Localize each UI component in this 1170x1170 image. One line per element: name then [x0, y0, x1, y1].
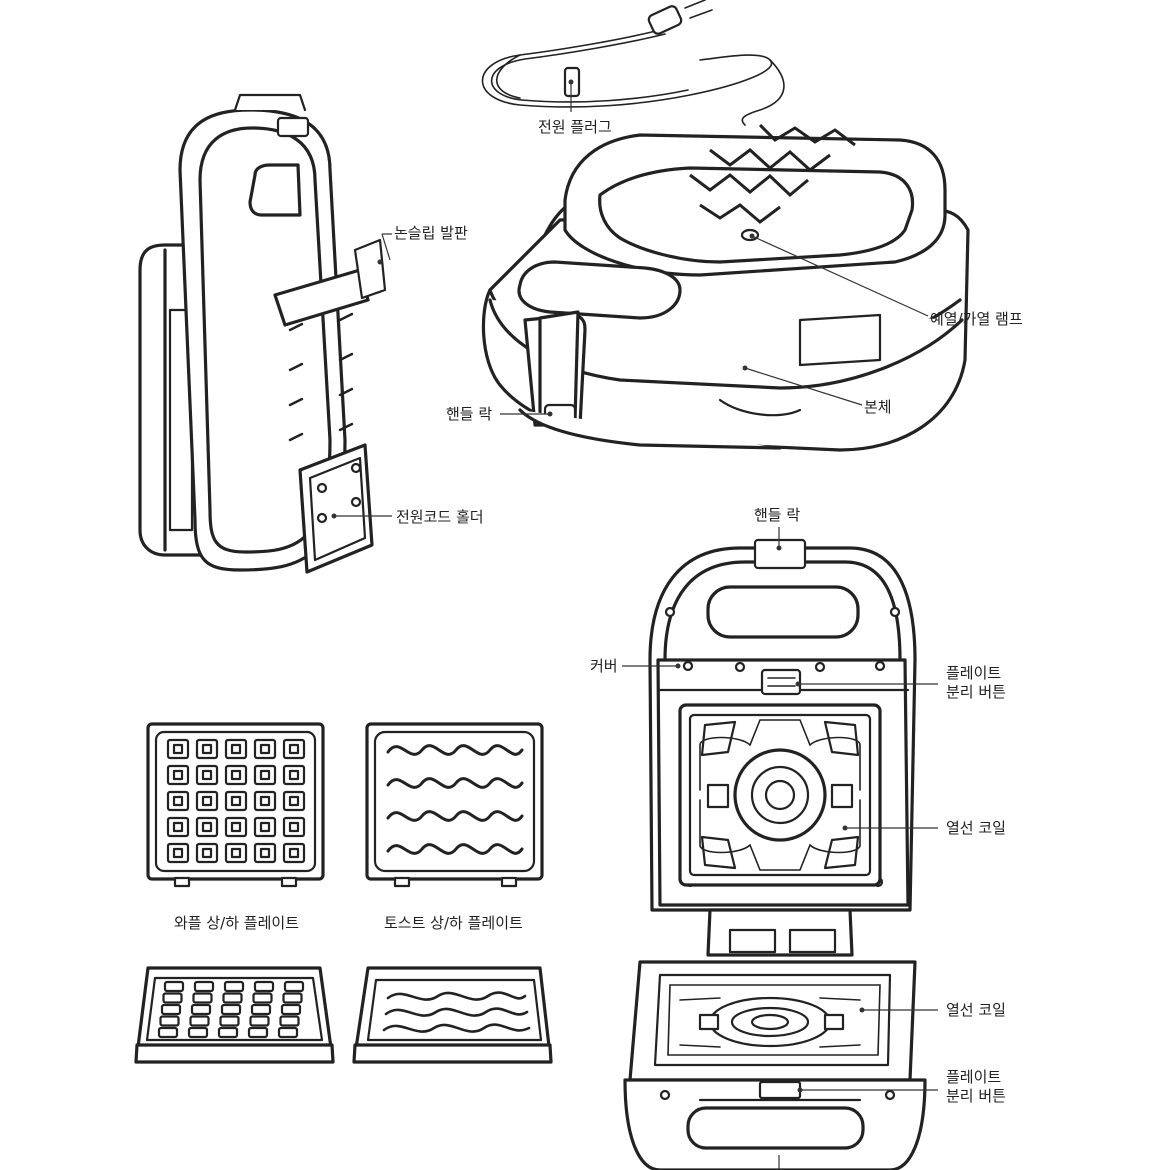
- waffle-cell-inner: [259, 795, 271, 807]
- label-cover: 커버: [590, 657, 618, 675]
- waffle-cell-perspective: [160, 1003, 182, 1016]
- waffle-cell-perspective: [162, 992, 183, 1004]
- waffle-cell-inner: [230, 847, 242, 859]
- waffle-cell-inner: [201, 821, 213, 833]
- waffle-cell-perspective: [250, 1003, 272, 1016]
- waffle-cell-inner: [288, 847, 300, 859]
- label-power-plug: 전원 플러그: [538, 118, 612, 136]
- label-handle-lock-closed: 핸들 락: [446, 405, 493, 423]
- waffle-cell-inner: [201, 795, 213, 807]
- waffle-cell-inner: [172, 795, 184, 807]
- waffle-cell-inner: [201, 743, 213, 755]
- waffle-cell-inner: [230, 743, 242, 755]
- waffle-cell-perspective: [222, 992, 243, 1004]
- label-plate-release-top-line2: 분리 버튼: [946, 683, 1006, 701]
- waffle-cell-inner: [172, 821, 184, 833]
- waffle-cell-inner: [259, 821, 271, 833]
- waffle-cell-inner: [259, 769, 271, 781]
- waffle-cell-perspective: [159, 1015, 180, 1027]
- waffle-cell-inner: [259, 743, 271, 755]
- label-preheat-lamp: 예열/가열 램프: [930, 310, 1023, 328]
- waffle-cell-inner: [201, 769, 213, 781]
- waffle-cell-perspective: [247, 1026, 269, 1039]
- waffle-cell-inner: [230, 821, 242, 833]
- waffle-cell-perspective: [253, 980, 275, 993]
- label-plate-release-top: 플레이트 분리 버튼: [946, 664, 1016, 702]
- label-heating-coil-bottom: 열선 코일: [946, 1001, 1006, 1019]
- waffle-cell-inner: [288, 769, 300, 781]
- waffle-cell-inner: [172, 847, 184, 859]
- waffle-cell-perspective: [189, 1015, 210, 1027]
- waffle-cell-perspective: [280, 1003, 302, 1016]
- waffle-plate-top-illustration: [146, 722, 325, 888]
- waffle-cell-perspective: [157, 1026, 179, 1039]
- waffle-cell-inner: [288, 743, 300, 755]
- waffle-cell-inner: [230, 769, 242, 781]
- waffle-cell-perspective: [283, 980, 305, 993]
- waffle-cell-perspective: [192, 992, 213, 1004]
- label-plate-release-top-line1: 플레이트: [946, 664, 1002, 682]
- closed-unit-illustration: [481, 123, 970, 452]
- waffle-cell-perspective: [220, 1003, 242, 1016]
- waffle-cell-perspective: [249, 1015, 270, 1027]
- toast-plate-perspective-illustration: [352, 966, 553, 1064]
- label-body: 본체: [864, 398, 892, 416]
- waffle-cell-perspective: [163, 980, 185, 993]
- waffle-cell-perspective: [223, 980, 245, 993]
- label-heating-coil-top: 열선 코일: [946, 819, 1006, 837]
- waffle-grid-perspective: [157, 980, 305, 1039]
- waffle-cell-inner: [288, 795, 300, 807]
- toast-plate-top-illustration: [365, 722, 544, 888]
- label-cord-holder: 전원코드 홀더: [396, 508, 484, 526]
- waffle-cell-inner: [172, 743, 184, 755]
- waffle-cell-perspective: [277, 1026, 299, 1039]
- waffle-cell-perspective: [282, 992, 303, 1004]
- label-toast-plates: 토스트 상/하 플레이트: [384, 914, 523, 932]
- waffle-cell-inner: [201, 847, 213, 859]
- waffle-plate-perspective-illustration: [134, 966, 335, 1064]
- waffle-cell-inner: [230, 795, 242, 807]
- label-nonslip-foot: 논슬립 발판: [394, 224, 468, 242]
- leader-lines: [331, 79, 938, 1170]
- waffle-cell-perspective: [279, 1015, 300, 1027]
- standing-unit-illustration: [138, 93, 387, 574]
- label-waffle-plates: 와플 상/하 플레이트: [174, 914, 299, 932]
- label-plate-release-bottom-line2: 분리 버튼: [946, 1087, 1006, 1105]
- waffle-cell-perspective: [217, 1026, 239, 1039]
- waffle-grid: [166, 738, 306, 864]
- waffle-cell-inner: [259, 847, 271, 859]
- waffle-cell-perspective: [187, 1026, 209, 1039]
- label-plate-release-bottom-line1: 플레이트: [946, 1068, 1002, 1086]
- label-handle-lock-open: 핸들 락: [754, 506, 801, 524]
- waffle-cell-inner: [172, 769, 184, 781]
- open-unit-illustration: [623, 538, 927, 1170]
- waffle-cell-perspective: [193, 980, 215, 993]
- label-plate-release-bottom: 플레이트 분리 버튼: [946, 1068, 1016, 1106]
- power-plug-illustration: [481, 0, 785, 126]
- waffle-cell-perspective: [219, 1015, 240, 1027]
- waffle-cell-perspective: [252, 992, 273, 1004]
- waffle-cell-inner: [288, 821, 300, 833]
- waffle-cell-perspective: [190, 1003, 212, 1016]
